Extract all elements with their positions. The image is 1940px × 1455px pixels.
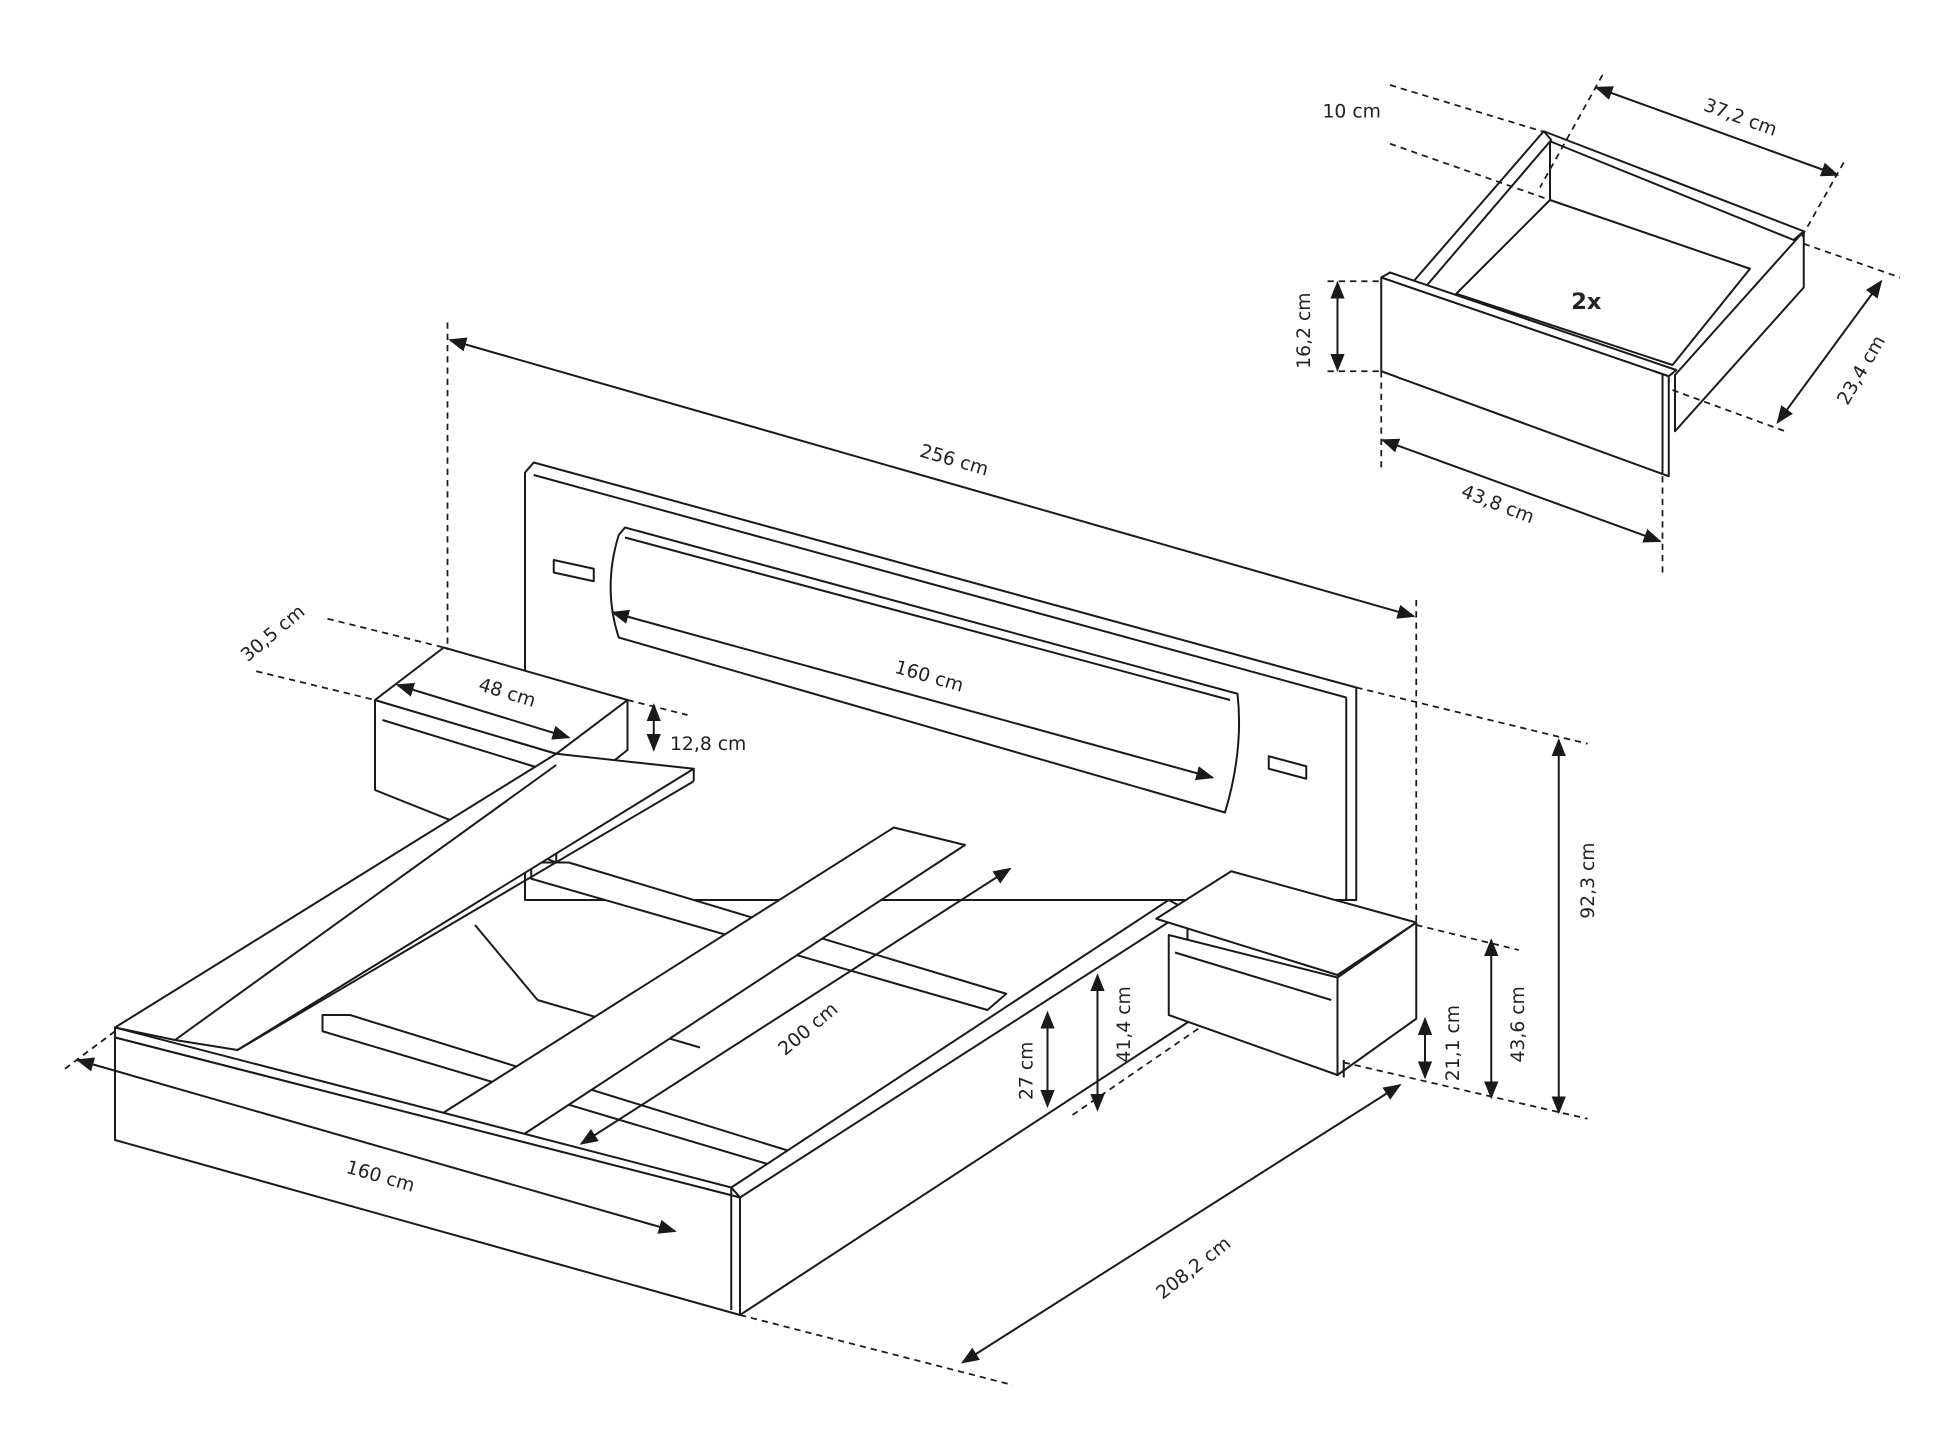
bed-left-rail-edge — [174, 764, 557, 1041]
bed-right-rail — [730, 899, 1189, 1316]
dim-guide — [327, 617, 444, 649]
dim-guide — [1803, 242, 1901, 279]
dim-guide — [1539, 74, 1604, 188]
drawer-front-width-arrow — [1380, 438, 1662, 543]
right-nightstand-top — [1155, 870, 1418, 976]
dim-guide — [1389, 84, 1551, 135]
drawer-depth-arrow — [1776, 279, 1883, 424]
dim-guide — [256, 670, 376, 701]
headboard-height-label: 92,3 cm — [1578, 842, 1599, 918]
dim-guide — [1389, 142, 1551, 201]
drawer-height-label: 16,2 cm — [1294, 292, 1315, 368]
bed-left-rail-edge — [236, 780, 695, 1051]
dim-guide — [1672, 389, 1786, 433]
bed-foot-panel — [114, 1036, 741, 1316]
dim-guide — [1356, 686, 1588, 745]
light-slot-right — [1267, 755, 1308, 780]
drawer-inner-width-arrow — [1594, 86, 1840, 177]
drawer-illustration: 2x 10 cm 37,2 cm 23,4 cm 16,2 cm 43,8 cm — [1294, 74, 1901, 575]
total-length-label: 208,2 cm — [1153, 1233, 1235, 1304]
total-width-arrow — [448, 337, 1416, 619]
bed-left-rail — [114, 752, 695, 1051]
nightstand-top-label: 12,8 cm — [670, 734, 746, 755]
drawer-depth-label: 23,4 cm — [1834, 332, 1890, 409]
drawer-inner-width-label: 37,2 cm — [1701, 95, 1780, 141]
dim-guide — [739, 1314, 1013, 1386]
drawer-bottom — [1455, 199, 1751, 366]
drawer-front-width-label: 43,8 cm — [1458, 481, 1537, 528]
drawer-height-offset-label: 10 cm — [1323, 102, 1381, 123]
mattress-length-label: 200 cm — [775, 999, 842, 1060]
bed-support-line — [474, 924, 539, 1001]
floor-gap-label: 21,1 cm — [1443, 1005, 1464, 1081]
drawer-right-side — [1674, 230, 1805, 433]
dim-guide — [1343, 1061, 1588, 1120]
panel-width-arrow — [610, 609, 1215, 781]
frame-height-label: 27 cm — [1017, 1042, 1038, 1100]
right-nightstand-drawer-line — [1174, 951, 1332, 1001]
nightstand-depth-label: 30,5 cm — [237, 601, 309, 666]
total-width-label: 256 cm — [917, 441, 990, 481]
drawer-count-label: 2x — [1571, 289, 1602, 315]
side-height-label: 41,4 cm — [1114, 986, 1135, 1062]
nightstand-width-arrow — [395, 682, 571, 740]
mattress-width-arrow — [75, 1057, 677, 1234]
total-length-arrow — [960, 1084, 1402, 1364]
bed-illustration: 256 cm 160 cm 30,5 cm 48 cm 12,8 cm 200 … — [64, 322, 1599, 1386]
nightstand-height-label: 43,6 cm — [1508, 986, 1529, 1062]
dim-guide — [1416, 924, 1519, 951]
